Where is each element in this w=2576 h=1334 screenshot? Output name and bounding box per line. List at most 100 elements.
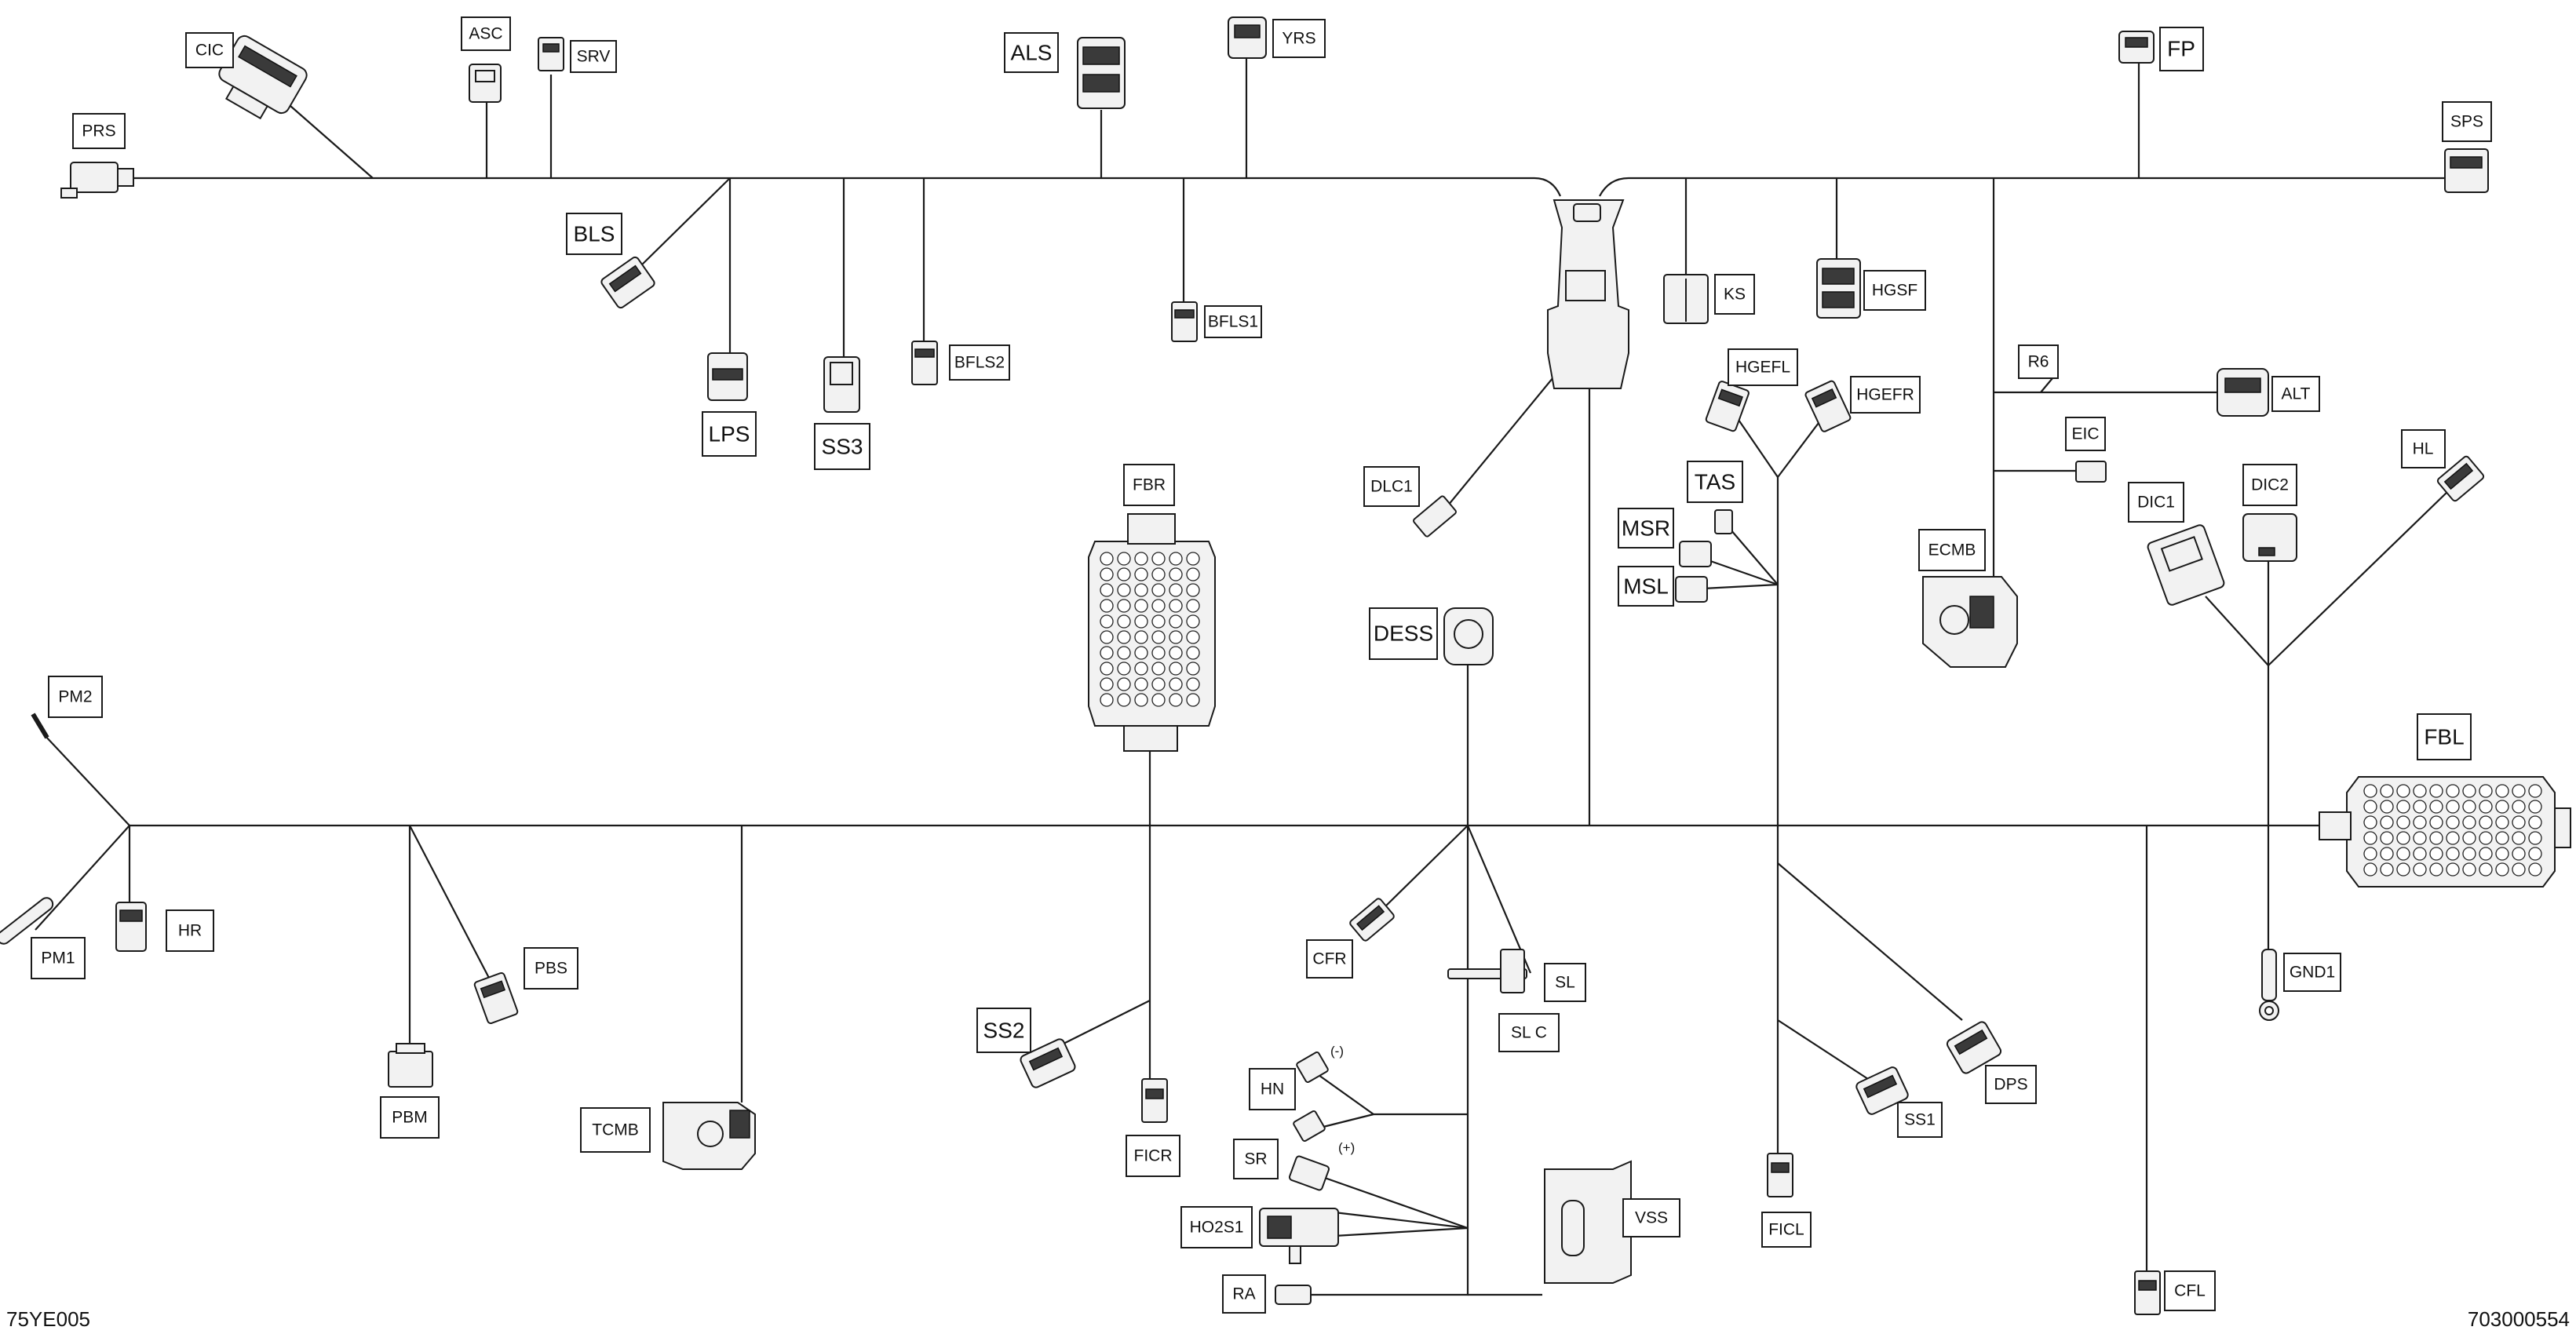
fbr-pin: [1100, 693, 1114, 707]
label-srv-text: SRV: [577, 48, 611, 66]
fbl-pin: [2446, 831, 2460, 845]
sps-connector-icon: [2444, 148, 2489, 193]
label-pm1: PM1: [31, 937, 86, 979]
footer-left-code: 75YE005: [6, 1307, 90, 1331]
hl-connector-icon: [2436, 455, 2485, 502]
label-hr: HR: [166, 909, 214, 952]
bfls2-connector-icon: [911, 341, 938, 385]
fbr-pin: [1117, 630, 1131, 644]
label-ficr: FICR: [1126, 1135, 1180, 1177]
label-dlc1-text: DLC1: [1370, 478, 1413, 496]
label-ficl-text: FICL: [1768, 1221, 1804, 1239]
fbl-pin: [2495, 800, 2509, 814]
fbl-pin: [2528, 784, 2542, 798]
label-gnd1-text: GND1: [2290, 964, 2335, 982]
label-hn-text: HN: [1261, 1081, 1284, 1099]
label-pbm: PBM: [380, 1096, 440, 1139]
wire-hgefl: [1738, 419, 1779, 478]
label-yrs: YRS: [1272, 19, 1326, 58]
dic1-connector-icon: [2147, 524, 2225, 606]
label-prs-text: PRS: [82, 122, 115, 140]
fbl-pin: [2512, 800, 2526, 814]
fbl-pin: [2429, 831, 2443, 845]
label-vss-text: VSS: [1635, 1209, 1668, 1227]
wire-bls: [635, 177, 731, 272]
label-ks-text: KS: [1724, 286, 1746, 304]
upper-trunk-left: [130, 177, 1562, 197]
fbr-pin: [1134, 662, 1148, 676]
label-msr-text: MSR: [1622, 516, 1670, 541]
fbr-pin-grid: [1100, 552, 1200, 707]
fbr-pin: [1151, 646, 1166, 660]
fbr-pin: [1117, 552, 1131, 566]
fbr-pin: [1169, 677, 1183, 691]
fbl-pin: [2462, 815, 2476, 829]
fbl-pin: [2462, 831, 2476, 845]
label-tcmb-text: TCMB: [592, 1121, 639, 1139]
label-cfl: CFL: [2164, 1270, 2216, 1311]
label-eic: EIC: [2065, 417, 2106, 451]
fbl-pin: [2528, 800, 2542, 814]
fbl-pin: [2512, 784, 2526, 798]
pbm-connector-icon: [388, 1043, 433, 1088]
label-gnd1: GND1: [2283, 953, 2341, 992]
fbr-pin: [1151, 693, 1166, 707]
label-ss2: SS2: [976, 1008, 1031, 1053]
label-sl-c: SL C: [1498, 1013, 1560, 1052]
alt-connector-icon: [2217, 368, 2269, 417]
harness-wires: [35, 59, 2450, 1296]
fbr-pin: [1151, 614, 1166, 629]
pm1-probe-icon: [0, 897, 54, 945]
fp-connector-icon: [2118, 31, 2155, 64]
sl-sensor-icon: [1447, 949, 1527, 993]
fbl-pin: [2396, 831, 2410, 845]
fbl-pin: [2462, 784, 2476, 798]
fbl-pin: [2528, 862, 2542, 877]
fbr-pin: [1100, 567, 1114, 581]
label-dps: DPS: [1985, 1065, 2037, 1104]
label-hl-text: HL: [2413, 440, 2434, 458]
fbr-pin: [1117, 583, 1131, 597]
label-hgsf: HGSF: [1863, 270, 1926, 311]
fbl-pin: [2446, 847, 2460, 861]
label-pbs: PBS: [524, 947, 578, 990]
bls-connector-icon: [600, 256, 655, 309]
fbl-pin: [2413, 831, 2427, 845]
fbl-pin: [2528, 831, 2542, 845]
ra-connector-icon: [1275, 1285, 1312, 1305]
label-yrs-text: YRS: [1282, 30, 1315, 48]
ho2s1-connector-icon: [1259, 1208, 1339, 1264]
fbl-pin: [2495, 815, 2509, 829]
label-bfls2-text: BFLS2: [954, 354, 1005, 372]
fbr-pin: [1169, 583, 1183, 597]
fbl-pin: [2479, 862, 2493, 877]
label-cic: CIC: [185, 32, 234, 68]
fbr-pin: [1186, 646, 1200, 660]
label-fbr-text: FBR: [1133, 476, 1166, 494]
label-pbs-text: PBS: [535, 960, 567, 978]
fbr-pin: [1186, 677, 1200, 691]
label-dlc1: DLC1: [1363, 466, 1420, 507]
label-fbl: FBL: [2417, 713, 2472, 760]
fbr-pin: [1134, 583, 1148, 597]
dps-connector-icon: [1946, 1021, 2002, 1074]
msl-connector-icon: [1675, 576, 1708, 603]
dic2-connector-icon: [2242, 513, 2297, 562]
label-fbl-text: FBL: [2424, 725, 2464, 749]
label-ho2s1: HO2S1: [1180, 1206, 1253, 1248]
wire-tas: [1730, 529, 1779, 585]
label-ss3-text: SS3: [822, 435, 863, 459]
fbl-pin: [2479, 784, 2493, 798]
ss1-connector-icon: [1855, 1066, 1909, 1115]
fbr-pin: [1169, 630, 1183, 644]
hn-plus-connector-icon: [1293, 1110, 1326, 1143]
label-r6: R6: [2018, 344, 2059, 379]
fbl-pin: [2413, 847, 2427, 861]
pbs-connector-icon: [473, 971, 519, 1025]
fbl-pin: [2380, 831, 2394, 845]
fbr-pin: [1169, 552, 1183, 566]
ficr-connector-icon: [1141, 1078, 1168, 1123]
wire-hn-minus: [1318, 1074, 1374, 1115]
fbl-pin: [2512, 847, 2526, 861]
